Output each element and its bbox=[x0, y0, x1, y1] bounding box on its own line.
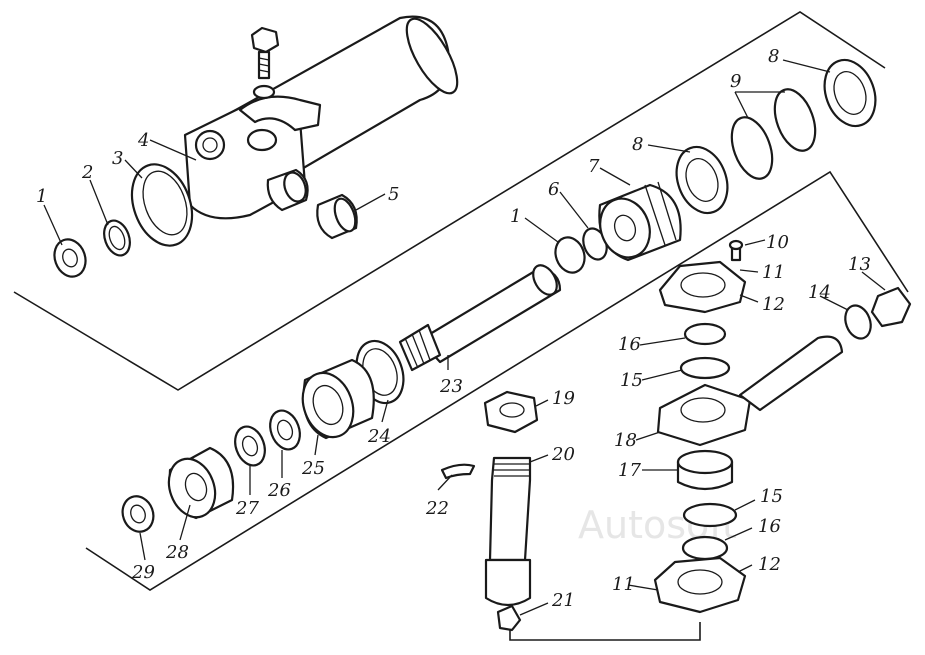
bearing-17 bbox=[676, 449, 734, 491]
label-part-17: 17 bbox=[618, 460, 641, 481]
washer-26 bbox=[269, 409, 301, 451]
label-part-5: 5 bbox=[388, 184, 399, 205]
ring-9a bbox=[730, 116, 774, 180]
nut-stud-connector bbox=[509, 622, 701, 641]
flange-cover-bottom bbox=[653, 556, 747, 614]
ring-15-top bbox=[679, 356, 731, 380]
label-part-20: 20 bbox=[551, 444, 575, 465]
washer-27 bbox=[234, 425, 266, 467]
label-part-11-top: 11 bbox=[762, 262, 785, 283]
washer-29 bbox=[121, 495, 155, 533]
threaded-socket-end bbox=[130, 163, 194, 247]
label-part-15-top: 15 bbox=[620, 370, 643, 391]
tie-rod-end-housing bbox=[656, 335, 844, 447]
label-part-29: 29 bbox=[131, 562, 155, 583]
label-part-11-bottom: 11 bbox=[612, 574, 635, 595]
label-part-12-bottom: 12 bbox=[758, 554, 781, 575]
washer-14 bbox=[844, 304, 872, 340]
label-part-16-top: 16 bbox=[618, 334, 641, 355]
label-part-3: 3 bbox=[112, 148, 123, 169]
label-part-14: 14 bbox=[808, 282, 831, 303]
label-part-13: 13 bbox=[848, 254, 871, 275]
label-part-15-bottom: 15 bbox=[760, 486, 783, 507]
lower-plate-outline bbox=[85, 170, 909, 591]
ball-stud bbox=[484, 456, 532, 632]
cylinder-housing bbox=[183, 15, 459, 220]
label-part-24: 24 bbox=[367, 426, 391, 447]
nut-19 bbox=[483, 390, 539, 434]
label-part-1-right: 1 bbox=[510, 206, 521, 227]
cotter-pin bbox=[440, 463, 476, 480]
lock-washer-right bbox=[554, 236, 586, 274]
label-part-7: 7 bbox=[588, 156, 600, 177]
label-part-27: 27 bbox=[235, 498, 259, 519]
label-part-21: 21 bbox=[551, 590, 575, 611]
label-part-9: 9 bbox=[730, 71, 741, 92]
label-part-10: 10 bbox=[766, 232, 789, 253]
ring-9b bbox=[773, 88, 817, 152]
upper-plate-outline bbox=[13, 11, 886, 391]
label-part-2: 2 bbox=[81, 162, 93, 183]
label-part-8-outer: 8 bbox=[768, 46, 779, 67]
label-part-18: 18 bbox=[614, 430, 637, 451]
label-part-22: 22 bbox=[425, 498, 449, 519]
threaded-cap bbox=[167, 446, 235, 520]
leader-lines bbox=[43, 59, 886, 616]
label-part-16-bottom: 16 bbox=[758, 516, 781, 537]
bearing-ring-16-top bbox=[683, 322, 727, 346]
lock-washer-left bbox=[53, 238, 87, 278]
label-part-23: 23 bbox=[439, 376, 463, 397]
snap-ring bbox=[103, 219, 131, 257]
seal-8-outer bbox=[823, 58, 877, 128]
flange-cover-top bbox=[658, 260, 747, 314]
piston bbox=[598, 181, 682, 262]
bolt-10 bbox=[728, 239, 744, 262]
piston-rod bbox=[398, 264, 562, 372]
bolt bbox=[250, 26, 280, 100]
label-part-25: 25 bbox=[301, 458, 325, 479]
gland bbox=[301, 358, 375, 440]
bushing bbox=[316, 193, 358, 240]
label-part-12-top: 12 bbox=[762, 294, 785, 315]
label-part-1-left: 1 bbox=[36, 186, 47, 207]
label-part-8-inner: 8 bbox=[632, 134, 643, 155]
label-part-26: 26 bbox=[267, 480, 291, 501]
bearing-ring-16-bottom bbox=[681, 535, 729, 561]
nut-13 bbox=[870, 286, 912, 328]
label-part-4: 4 bbox=[137, 130, 149, 151]
label-part-28: 28 bbox=[165, 542, 189, 563]
label-part-6: 6 bbox=[548, 179, 559, 200]
ring-15-bottom bbox=[682, 502, 738, 528]
label-part-19: 19 bbox=[552, 388, 575, 409]
